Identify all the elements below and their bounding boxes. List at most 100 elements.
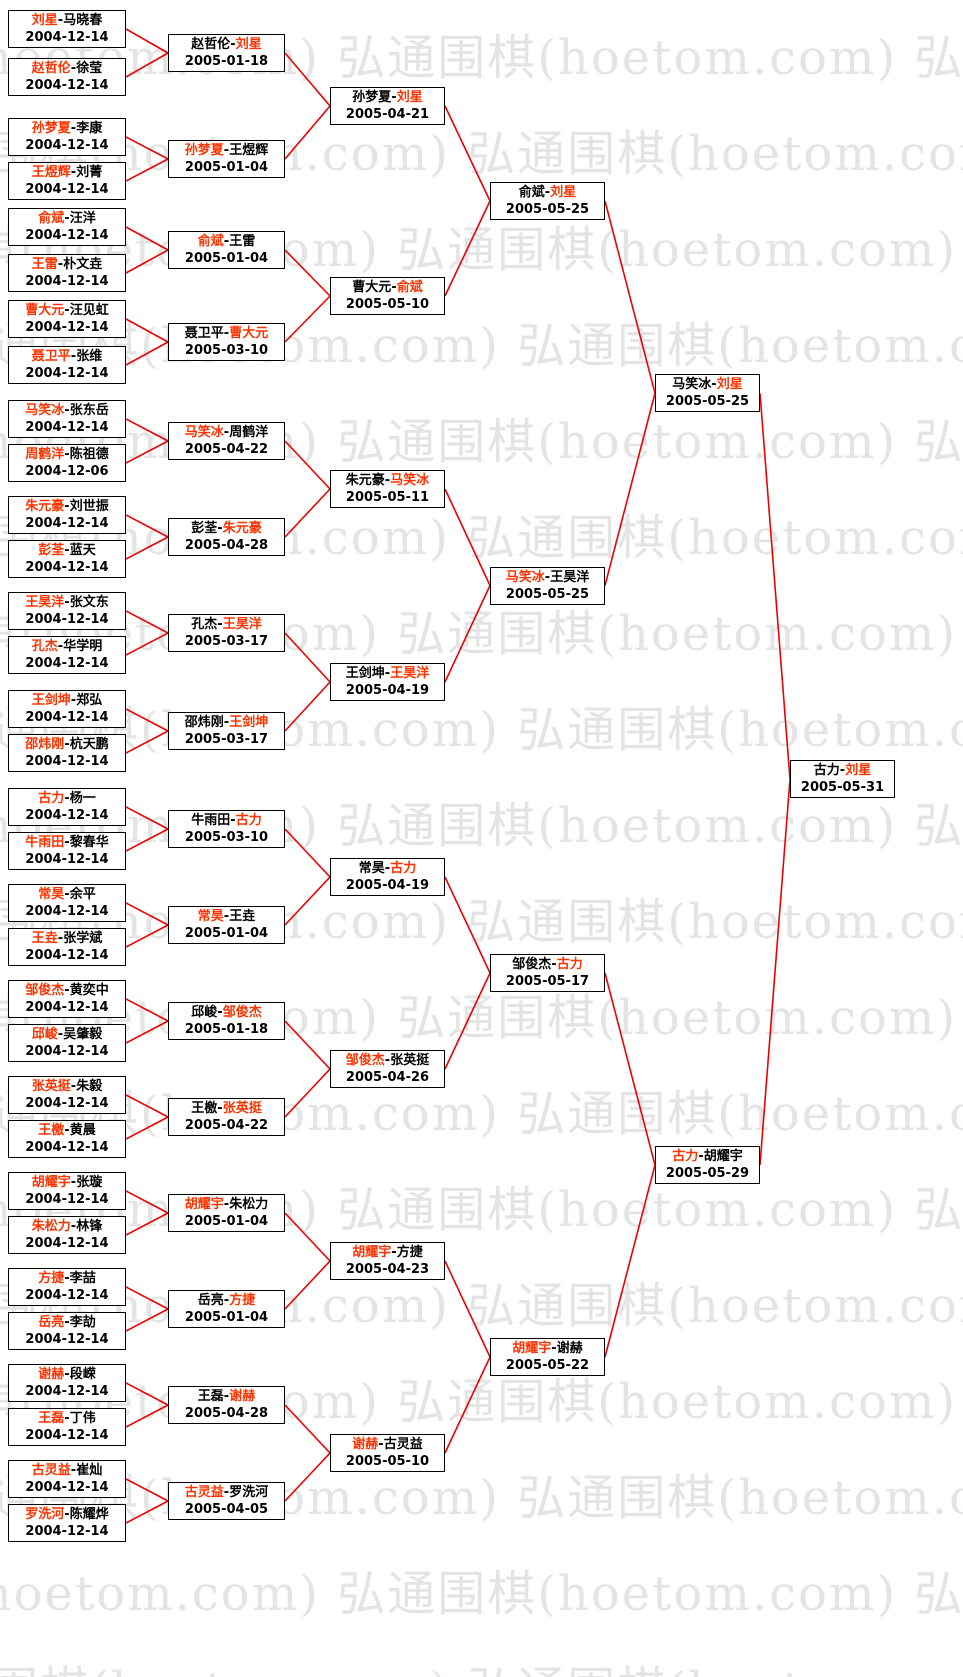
match-players: 邵炜刚-王剑坤 — [169, 714, 284, 731]
match-players: 马笑冰-周鹤洋 — [169, 424, 284, 441]
player2-name: 曹大元 — [229, 326, 269, 341]
player2-name: 段嵘 — [69, 1367, 96, 1382]
player2-name: 刘星 — [716, 377, 743, 393]
player2-name: 古力 — [235, 813, 262, 828]
player2-name: 李康 — [76, 121, 103, 136]
player1-name: 马笑冰 — [672, 377, 712, 393]
players-separator: - — [64, 887, 70, 902]
match-date: 2004-12-14 — [25, 366, 109, 381]
players-separator: - — [230, 37, 236, 52]
match-date: 2004-12-14 — [25, 420, 109, 435]
player2-name: 王垚 — [229, 909, 256, 924]
match-players: 牛雨田-古力 — [169, 812, 284, 829]
player2-name: 黎春华 — [69, 835, 109, 850]
player1-name: 孔杰 — [191, 617, 218, 632]
players-separator: - — [70, 693, 77, 708]
match-date: 2004-12-14 — [25, 852, 109, 867]
match-players: 邹俊杰-黄奕中 — [9, 982, 125, 999]
players-separator: - — [70, 349, 77, 364]
player2-name: 张英挺 — [390, 1053, 430, 1068]
players-separator: - — [70, 121, 77, 136]
match-date: 2004-12-14 — [25, 516, 109, 531]
players-separator: - — [57, 639, 64, 654]
player1-name: 张英挺 — [31, 1079, 71, 1094]
players-separator: - — [64, 835, 70, 850]
player2-name: 杨一 — [69, 791, 96, 806]
player2-name: 丁伟 — [69, 1411, 96, 1426]
match-date: 2005-01-04 — [184, 1310, 269, 1325]
match-players: 岳亮-方捷 — [169, 1292, 284, 1309]
players-separator: - — [64, 499, 70, 514]
match-players: 孔杰-王昊洋 — [169, 616, 284, 633]
player1-name: 常昊 — [38, 887, 65, 902]
player2-name: 刘菁 — [76, 165, 103, 180]
players-separator: - — [223, 1389, 230, 1404]
player2-name: 周鹤洋 — [229, 425, 269, 440]
player2-name: 崔灿 — [76, 1463, 103, 1478]
players-separator: - — [384, 473, 391, 488]
players-separator: - — [70, 61, 77, 76]
match-players: 邱峻-吴肇毅 — [9, 1026, 125, 1043]
player1-name: 王煜辉 — [31, 165, 71, 180]
match-date: 2005-05-17 — [505, 974, 590, 989]
players-separator: - — [57, 931, 64, 946]
match-date: 2004-12-14 — [25, 754, 109, 769]
match-date: 2004-12-14 — [25, 1288, 109, 1303]
match-date: 2004-12-14 — [25, 808, 109, 823]
player1-name: 牛雨田 — [25, 835, 65, 850]
match-players: 周鹤洋-陈祖德 — [9, 446, 125, 463]
player2-name: 张文东 — [69, 595, 109, 610]
match-date: 2004-12-14 — [25, 182, 109, 197]
player1-name: 邹俊杰 — [512, 957, 552, 972]
match-players: 马笑冰-刘星 — [656, 376, 759, 393]
match-players: 邹俊杰-古力 — [491, 956, 604, 973]
match-date: 2005-01-04 — [184, 1214, 269, 1229]
player1-name: 岳亮 — [197, 1293, 224, 1308]
player2-name: 杭天鹏 — [69, 737, 109, 752]
players-separator: - — [711, 377, 717, 393]
player1-name: 赵哲伦 — [31, 61, 71, 76]
match-players: 聂卫平-曹大元 — [169, 325, 284, 342]
match-date: 2005-05-10 — [345, 297, 430, 312]
player1-name: 聂卫平 — [31, 349, 71, 364]
match-date: 2004-12-14 — [25, 710, 109, 725]
player1-name: 常昊 — [358, 861, 385, 876]
players-separator: - — [384, 861, 391, 876]
player2-name: 朱元豪 — [222, 521, 262, 536]
match-date: 2005-03-10 — [184, 343, 269, 358]
match-players: 俞斌-汪洋 — [9, 210, 125, 227]
player1-name: 俞斌 — [38, 211, 65, 226]
match-date: 2004-12-14 — [25, 904, 109, 919]
player1-name: 马笑冰 — [505, 569, 545, 585]
match-players: 常昊-余平 — [9, 886, 125, 903]
player1-name: 王剑坤 — [345, 666, 385, 681]
match-date: 2005-04-19 — [345, 683, 430, 698]
match-date: 2004-12-14 — [25, 1000, 109, 1015]
player2-name: 汪洋 — [69, 211, 96, 226]
match-date: 2004-12-14 — [25, 1044, 109, 1059]
players-separator: - — [698, 1149, 704, 1164]
players-separator: - — [391, 1245, 397, 1260]
player1-name: 朱元豪 — [345, 473, 385, 488]
players-separator: - — [64, 1507, 70, 1522]
match-players: 彭荃-朱元豪 — [169, 520, 284, 537]
